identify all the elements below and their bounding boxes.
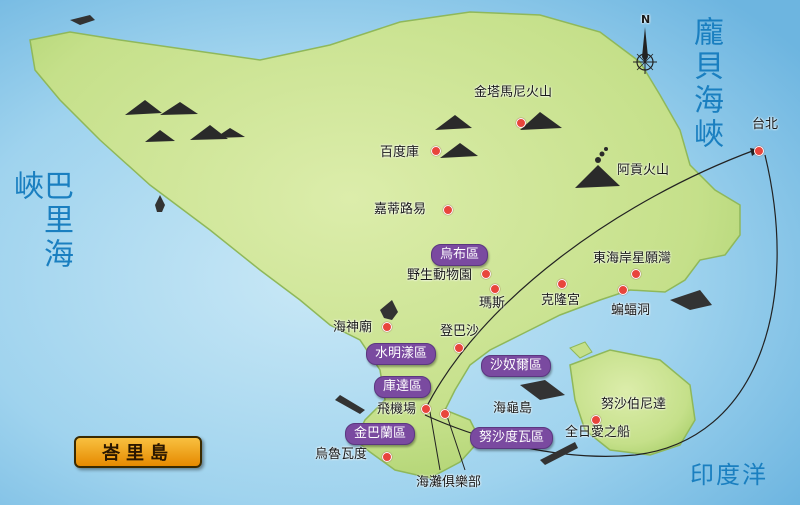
marker-tanah-lot[interactable] <box>382 322 392 332</box>
label-denpasar: 登巴沙 <box>440 324 480 339</box>
region-sanur[interactable]: 沙奴爾區 <box>481 355 552 378</box>
marker-jatiluwih[interactable] <box>443 205 453 215</box>
marker-nusa-penida[interactable] <box>591 415 601 425</box>
region-nusa-dua[interactable]: 努沙度瓦區 <box>470 427 554 450</box>
label-beach-club: 海灘俱樂部 <box>416 475 482 490</box>
region-jimbaran[interactable]: 金巴蘭區 <box>345 423 416 446</box>
bali-strait-label-1: 巴里海峽 <box>8 170 73 290</box>
region-ubud[interactable]: 烏布區 <box>431 244 489 267</box>
marker-zoo[interactable] <box>481 269 491 279</box>
label-candidasa: 東海岸星願灣 <box>593 251 672 266</box>
label-goa-lawah: 蝙蝠洞 <box>611 303 651 318</box>
label-nusa-penida: 努沙伯尼達 <box>601 397 667 412</box>
label-cruise: 全日愛之船 <box>565 425 631 440</box>
label-batur: 金塔馬尼火山 <box>474 85 553 100</box>
label-airport: 飛機場 <box>377 402 417 417</box>
label-klungkung: 克隆宮 <box>541 293 581 308</box>
marker-uluwatu[interactable] <box>382 452 392 462</box>
marker-klungkung[interactable] <box>557 279 567 289</box>
label-taipei: 台北 <box>752 117 779 132</box>
marker-mas[interactable] <box>490 284 500 294</box>
marker-taipei[interactable] <box>754 146 764 156</box>
marker-batur[interactable] <box>516 118 526 128</box>
compass-north-label: N <box>641 13 651 26</box>
nusa-penida-island <box>569 349 696 456</box>
lombok-strait-wrap: 龐貝海峽 <box>688 16 723 156</box>
marker-goa-lawah[interactable] <box>618 285 628 295</box>
lombok-strait-label: 龐貝海峽 <box>688 16 723 152</box>
label-jatiluwih: 嘉蒂路易 <box>374 202 427 217</box>
marker-airport[interactable] <box>421 404 431 414</box>
label-uluwatu: 烏魯瓦度 <box>315 447 368 462</box>
label-turtle-island: 海龜島 <box>493 401 533 416</box>
indian-ocean-label: 印度洋 <box>690 461 768 489</box>
decor-icons <box>70 15 712 465</box>
label-mas: 瑪斯 <box>479 296 506 311</box>
map-title: 峇里島 <box>74 436 202 468</box>
region-seminyak[interactable]: 水明漾區 <box>366 343 437 366</box>
label-tanah-lot: 海神廟 <box>333 320 373 335</box>
region-kuta[interactable]: 庫達區 <box>374 376 432 399</box>
mountain-icons <box>125 100 620 188</box>
marker-candidasa[interactable] <box>631 269 641 279</box>
compass-icon <box>633 27 657 74</box>
nusa-lembongan-island <box>569 341 593 359</box>
volcano-smoke-icon <box>595 147 608 163</box>
marker-bedugul[interactable] <box>431 146 441 156</box>
flight-route <box>424 149 756 411</box>
marker-denpasar[interactable] <box>454 343 464 353</box>
label-zoo: 野生動物園 <box>407 268 473 283</box>
label-bedugul: 百度庫 <box>380 145 420 160</box>
marker-beach-club[interactable] <box>440 409 450 419</box>
bali-strait-label: 巴里海峽 <box>8 170 73 272</box>
label-agung: 阿貢火山 <box>617 163 670 178</box>
